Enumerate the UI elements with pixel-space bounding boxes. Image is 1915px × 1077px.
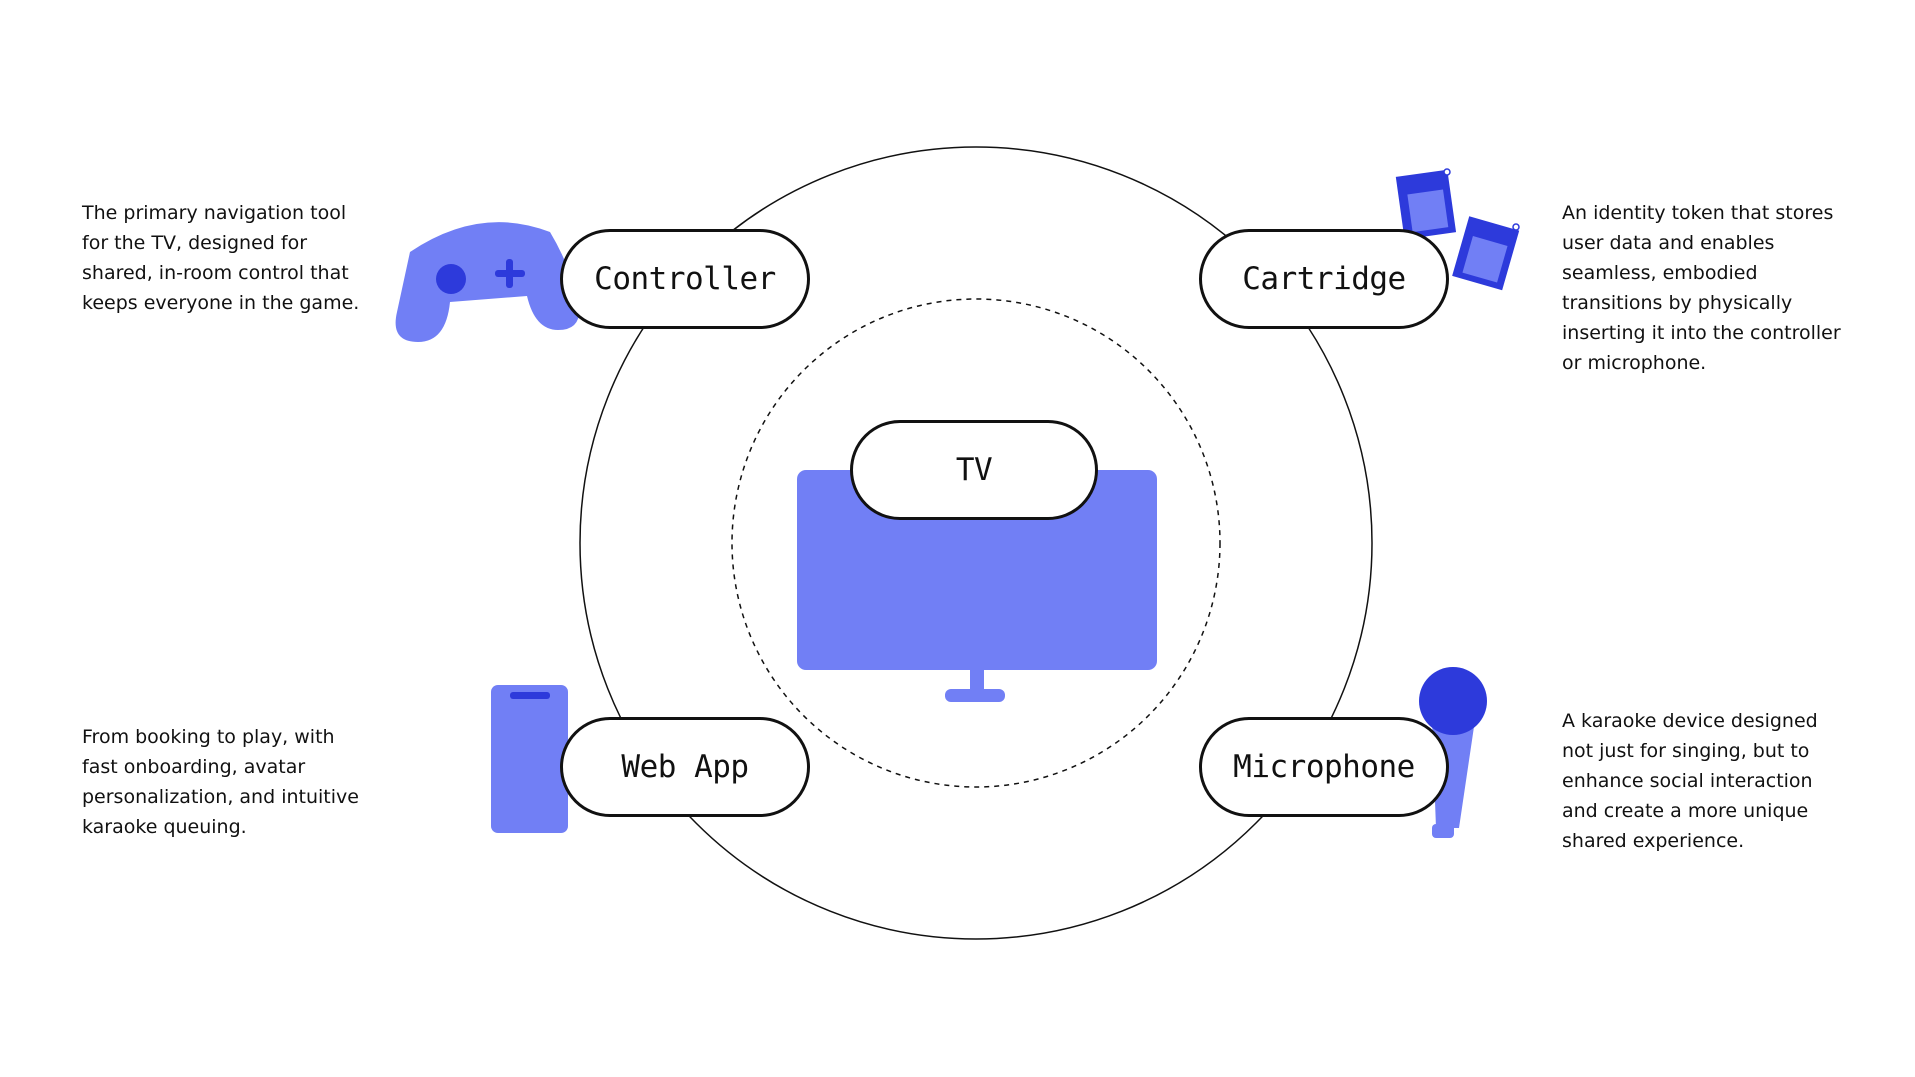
cartridge-description-line: transitions by physically (1562, 292, 1793, 314)
controller-description-line: The primary navigation tool (82, 202, 347, 224)
web-app-description-line: personalization, and intuitive (82, 786, 359, 808)
controller-description-line: for the TV, designed for (82, 232, 308, 254)
tv-icon (797, 470, 1157, 702)
controller-description-line: keeps everyone in the game. (82, 292, 360, 314)
microphone-description-line: A karaoke device designed (1562, 710, 1818, 732)
microphone-description-line: shared experience. (1562, 830, 1745, 852)
cartridge-description-line: An identity token that stores (1562, 202, 1834, 224)
cartridge-description-line: seamless, embodied (1562, 262, 1758, 284)
controller-description-line: shared, in-room control that (82, 262, 349, 284)
cartridge-description-line: user data and enables (1562, 232, 1775, 254)
phone-icon (491, 685, 568, 833)
microphone-description-line: enhance social interaction (1562, 770, 1813, 792)
microphone-description: A karaoke device designed not just for s… (1562, 706, 1818, 856)
web-app-description: From booking to play, with fast onboardi… (82, 722, 359, 842)
web-app-description-line: fast onboarding, avatar (82, 756, 306, 778)
outer-orbit-ring (579, 146, 1373, 940)
cartridge-description-line: inserting it into the controller (1562, 322, 1841, 344)
microphone-node-label: Microphone (1199, 717, 1449, 817)
tv-node-label: TV (850, 420, 1098, 520)
cartridge-description: An identity token that stores user data … (1562, 198, 1841, 378)
gamepad-icon (395, 222, 580, 342)
cartridge-description-line: or microphone. (1562, 352, 1707, 374)
controller-node-label: Controller (560, 229, 810, 329)
inner-orbit-ring (731, 298, 1221, 788)
web-app-description-line: From booking to play, with (82, 726, 335, 748)
cartridge-node-label: Cartridge (1199, 229, 1449, 329)
web-app-description-line: karaoke queuing. (82, 816, 247, 838)
web-app-node-label: Web App (560, 717, 810, 817)
microphone-description-line: and create a more unique (1562, 800, 1809, 822)
microphone-description-line: not just for singing, but to (1562, 740, 1810, 762)
controller-description: The primary navigation tool for the TV, … (82, 198, 359, 318)
cartridge-icon (1395, 168, 1520, 291)
